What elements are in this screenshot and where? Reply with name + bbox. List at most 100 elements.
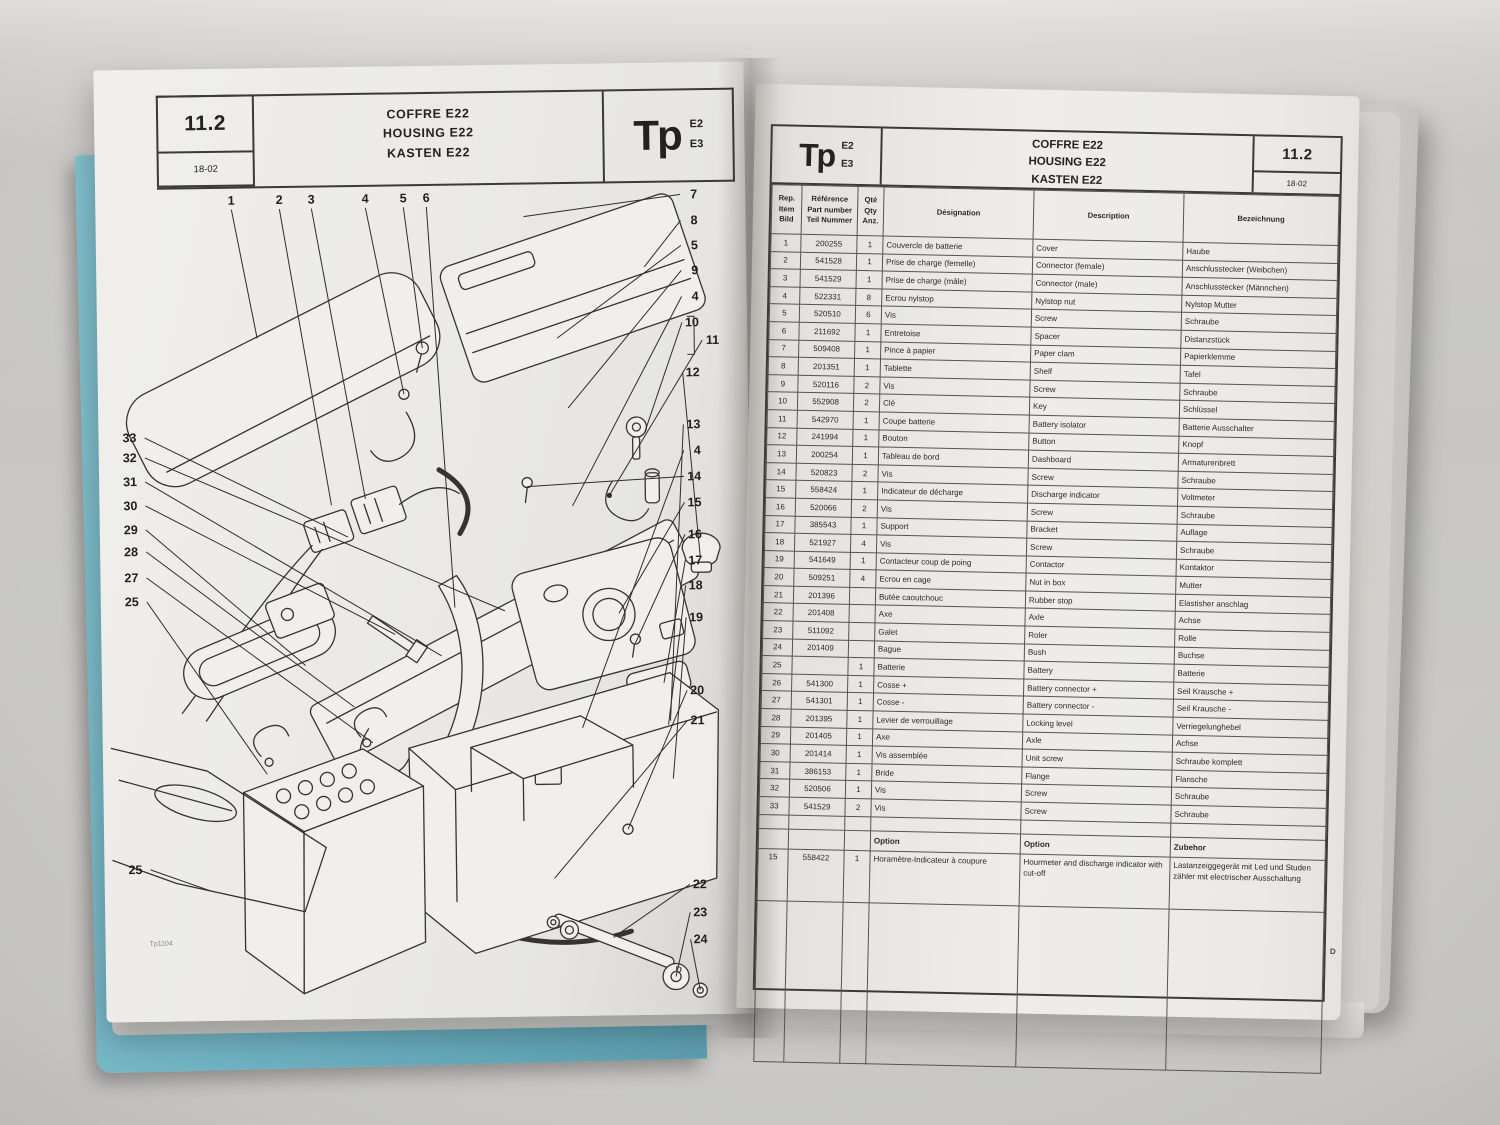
callout-line xyxy=(144,437,349,538)
callout-number: 3 xyxy=(308,193,315,207)
ref-cell: 201351 xyxy=(798,357,855,377)
callout-line xyxy=(627,690,688,830)
rep-cell: 3 xyxy=(770,268,801,288)
callout-number: 20 xyxy=(690,683,704,697)
qty-cell: 1 xyxy=(853,411,880,430)
rep-cell: 12 xyxy=(766,427,798,446)
rep-cell: 22 xyxy=(763,603,794,622)
col-qty: Qté Qty Anz. xyxy=(857,186,885,236)
model-e3: E3 xyxy=(840,158,854,170)
col-bezeichnung: Bezeichnung xyxy=(1183,193,1340,246)
page-letter: D xyxy=(675,964,683,975)
ref-cell: 558422 xyxy=(787,848,845,902)
callout-number: 5 xyxy=(691,238,698,252)
qty-cell xyxy=(848,639,875,659)
callout-line xyxy=(145,529,307,667)
rep-cell: 31 xyxy=(759,761,791,780)
callout-bracket xyxy=(686,315,695,355)
qty-cell: 1 xyxy=(845,780,872,799)
callout-line xyxy=(608,339,703,496)
qty-cell xyxy=(849,587,876,606)
rep-cell: 5 xyxy=(769,303,800,323)
parts-table-option: Option Option Zubehor 15 558422 1 Horamè… xyxy=(753,814,1326,1073)
designation-cell: Horamètre-Indicateur à coupure xyxy=(869,850,1021,906)
callout-number: 21 xyxy=(691,713,705,727)
qty-cell: 1 xyxy=(854,340,881,360)
qty-cell: 1 xyxy=(850,516,878,536)
col-rep: Rep. Item Bild xyxy=(771,184,803,235)
ref-cell: 542970 xyxy=(797,410,854,429)
ref-cell: 201408 xyxy=(792,603,850,623)
left-page: 11.2 18-02 COFFRE E22 HOUSING E22 KASTEN… xyxy=(93,61,757,1023)
qty-cell: 2 xyxy=(853,376,881,395)
qty-cell: 1 xyxy=(850,552,877,571)
empty-filler-row xyxy=(753,900,1325,1073)
callout-line xyxy=(672,617,687,779)
callout-number: 29 xyxy=(124,523,138,537)
callout-line xyxy=(425,206,456,608)
callout-number: 23 xyxy=(693,905,707,919)
callout-line xyxy=(634,534,686,644)
callout-line xyxy=(663,560,686,683)
rep-cell: 25 xyxy=(761,655,793,675)
callout-line xyxy=(402,207,423,349)
qty-cell: 1 xyxy=(856,253,883,272)
ref-cell: 201409 xyxy=(792,638,849,658)
ref-cell: 211692 xyxy=(798,322,856,341)
callout-line xyxy=(556,244,682,339)
callout-number: 30 xyxy=(123,499,137,513)
qty-cell xyxy=(848,604,876,623)
qty-cell: 2 xyxy=(851,464,879,483)
rep-cell: 2 xyxy=(770,251,801,270)
rep-cell: 24 xyxy=(762,638,793,657)
rep-cell: 16 xyxy=(765,497,796,516)
qty-cell: 2 xyxy=(853,393,880,412)
ref-cell: 541529 xyxy=(799,269,857,289)
rep-cell: 23 xyxy=(762,620,793,639)
rep-cell: 18 xyxy=(764,532,795,551)
ref-cell: 521927 xyxy=(794,533,851,553)
qty-cell: 1 xyxy=(856,235,884,254)
qty-cell: 1 xyxy=(845,763,873,782)
callout-number: 6 xyxy=(423,191,430,205)
rep-cell: 20 xyxy=(763,567,795,587)
rep-cell: 15 xyxy=(757,848,789,901)
right-page: Tp E2 E3 COFFRE E22 HOUSING E22 KASTEN E… xyxy=(736,83,1360,1073)
callout-number: 4 xyxy=(694,443,701,457)
ref-cell: 241994 xyxy=(796,427,854,447)
ref-cell: 541301 xyxy=(791,691,848,711)
callout-line xyxy=(146,577,374,744)
ref-cell: 520066 xyxy=(795,498,852,517)
parts-table: Rep. Item Bild Référence Part number Tei… xyxy=(753,184,1340,1073)
rep-cell: 15 xyxy=(765,479,796,499)
rep-cell: 14 xyxy=(765,462,797,481)
callout-number: 28 xyxy=(124,545,138,559)
ref-cell: 200254 xyxy=(796,445,853,465)
rep-cell: 27 xyxy=(761,690,792,710)
callout-number: 25 xyxy=(128,863,142,877)
callout-number: 11 xyxy=(706,333,719,347)
qty-cell: 1 xyxy=(852,446,879,465)
qty-cell: 1 xyxy=(847,692,874,711)
revision-code: 18-02 xyxy=(1286,178,1308,188)
rep-cell: 33 xyxy=(758,796,790,815)
callout-line xyxy=(567,270,682,409)
callout-line xyxy=(644,322,683,434)
callout-number: 9 xyxy=(691,263,698,277)
callout-line xyxy=(668,585,687,725)
callout-line xyxy=(146,601,268,775)
ref-cell: 552908 xyxy=(797,392,854,412)
callout-number: 24 xyxy=(694,932,708,946)
callout-number: 4 xyxy=(362,192,369,206)
rep-cell: 17 xyxy=(764,515,796,534)
title-line-de: KASTEN E22 xyxy=(386,145,471,161)
callout-number: 33 xyxy=(122,431,136,445)
ref-cell: 522331 xyxy=(799,287,856,306)
ref-cell: 511092 xyxy=(792,621,849,640)
section-code-box: 11.2 18-02 xyxy=(1251,136,1341,195)
ref-cell: 201395 xyxy=(790,709,848,728)
callout-number: 8 xyxy=(690,213,697,227)
brand-box: Tp E2 E3 xyxy=(771,126,883,185)
ref-cell: 520116 xyxy=(797,374,855,394)
